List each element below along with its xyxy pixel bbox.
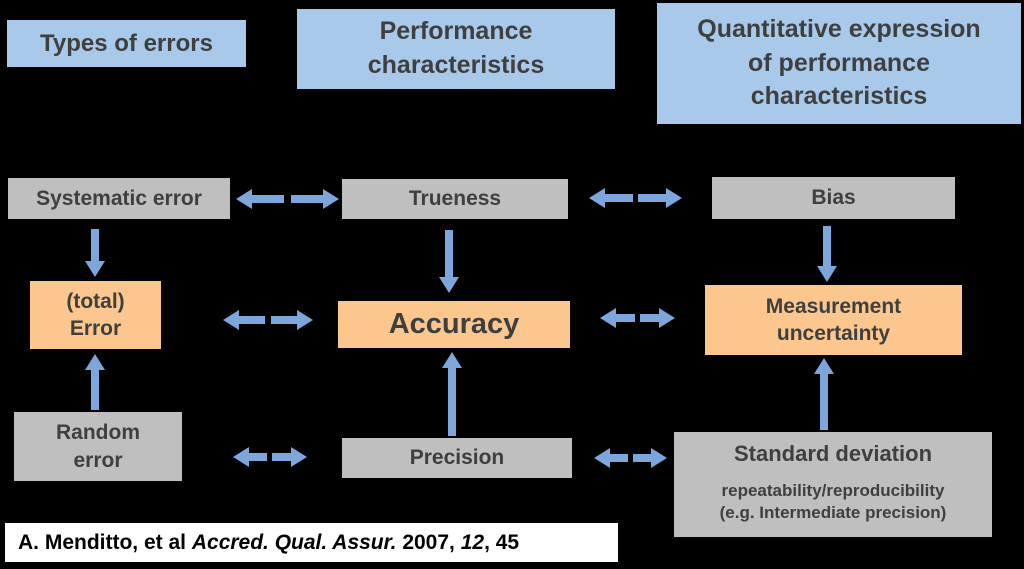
citation-authors: A. Menditto, et al <box>18 530 192 554</box>
header-performance-line1: Performance <box>379 17 533 46</box>
citation-volume: 12 <box>460 530 485 554</box>
node-total-error: (total) Error <box>30 281 161 349</box>
node-precision-label: Precision <box>409 446 505 469</box>
node-precision: Precision <box>342 438 572 478</box>
node-bias-label: Bias <box>811 186 856 209</box>
arrow-bias-to-uncertainty-icon <box>817 226 837 282</box>
node-systematic-error: Systematic error <box>8 178 230 219</box>
arrow-trueness-bias-icon <box>589 188 682 208</box>
header-quantitative-line2: of performance <box>748 48 930 77</box>
header-types-label: Types of errors <box>40 29 213 57</box>
node-measurement-uncertainty: Measurement uncertainty <box>705 285 962 355</box>
arrow-accuracy-uncertainty-icon <box>600 308 675 328</box>
node-trueness-label: Trueness <box>408 187 502 210</box>
arrow-precision-sd-icon <box>594 448 667 468</box>
header-performance-characteristics: Performance characteristics <box>297 9 615 89</box>
arrow-error-accuracy-icon <box>223 310 313 330</box>
node-total-error-line2: Error <box>69 317 122 340</box>
node-trueness: Trueness <box>342 179 568 219</box>
header-types-of-errors: Types of errors <box>7 20 246 67</box>
node-random-error: Random error <box>14 412 182 481</box>
citation-journal: Accred. Qual. Assur. <box>191 530 397 554</box>
node-random-error-line2: error <box>73 448 123 472</box>
node-standard-deviation: Standard deviation repeatability/reprodu… <box>674 432 992 537</box>
node-measurement-uncertainty-line2: uncertainty <box>776 322 891 345</box>
arrow-precision-to-accuracy-icon <box>442 352 462 436</box>
node-standard-deviation-sub1: repeatability/reproducibility <box>721 481 945 500</box>
header-performance-line2: characteristics <box>367 51 545 79</box>
node-measurement-uncertainty-line1: Measurement <box>765 294 902 318</box>
node-standard-deviation-sub2: (e.g. Intermediate precision) <box>719 502 947 522</box>
citation-pages: , 45 <box>484 530 520 554</box>
arrow-sd-to-uncertainty-icon <box>814 358 834 430</box>
arrow-systematic-trueness-icon <box>236 189 339 209</box>
citation-year: 2007, <box>396 530 461 554</box>
node-accuracy: Accuracy <box>338 301 570 348</box>
citation-bar: A. Menditto, et al Accred. Qual. Assur. … <box>5 523 618 562</box>
header-quantitative-line1: Quantitative expression <box>697 14 981 43</box>
node-random-error-line1: Random <box>56 421 140 445</box>
node-bias: Bias <box>712 177 955 219</box>
arrow-systematic-to-error-icon <box>85 229 105 277</box>
header-quantitative-line3: characteristics <box>750 82 928 111</box>
arrow-trueness-to-accuracy-icon <box>439 230 459 293</box>
node-standard-deviation-title: Standard deviation <box>733 441 933 466</box>
node-accuracy-label: Accuracy <box>388 308 520 340</box>
arrow-random-precision-icon <box>233 447 307 467</box>
header-quantitative-expression: Quantitative expression of performance c… <box>657 3 1021 124</box>
node-total-error-line1: (total) <box>66 289 125 313</box>
node-systematic-error-label: Systematic error <box>36 186 202 210</box>
arrow-random-to-error-icon <box>85 354 105 410</box>
